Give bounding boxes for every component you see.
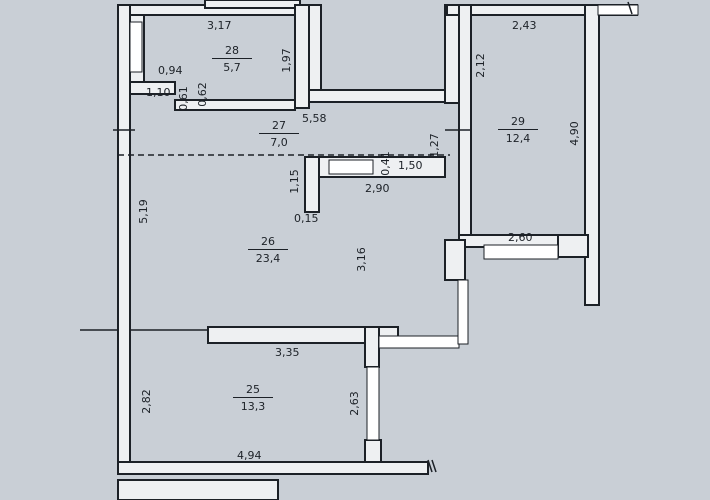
windows <box>129 4 639 441</box>
dim-5-19: 5,19 <box>136 199 150 224</box>
dim-1-27: 1,27 <box>427 133 441 158</box>
wall-niche-bottom <box>308 89 460 103</box>
dim-0-41: 0,41 <box>378 151 392 176</box>
dim-2-43: 2,43 <box>512 19 537 32</box>
wall-bottom-lower <box>117 479 279 500</box>
break-2 <box>431 459 437 473</box>
room-area-26: 23,4 <box>248 249 288 264</box>
partition-wall <box>304 156 446 178</box>
wall-25-top <box>207 326 399 344</box>
wall-left <box>117 4 131 466</box>
window-26-right <box>378 335 460 349</box>
wall-29-left <box>458 4 472 246</box>
dim-2-82: 2,82 <box>139 389 153 414</box>
dim-5-58: 5,58 <box>302 112 327 125</box>
dim-1-50: 1,50 <box>398 159 423 172</box>
wall-column <box>444 239 466 281</box>
dim-2-63: 2,63 <box>347 391 361 416</box>
dim-2-90: 2,90 <box>365 182 390 195</box>
window-26-side <box>457 279 469 345</box>
wall-bottom <box>117 461 429 475</box>
cabinet-28 <box>129 21 143 73</box>
appliance-box <box>328 159 374 175</box>
room-area-29: 12,4 <box>498 129 538 144</box>
dim-0-61: 0,61 <box>176 86 190 111</box>
room-number-28: 28 <box>225 44 239 57</box>
wall-25-right-top <box>364 326 380 368</box>
dim-0-94: 0,94 <box>158 64 183 77</box>
dim-3-17: 3,17 <box>207 19 232 32</box>
dim-1-10: 1,10 <box>146 86 171 99</box>
window-25 <box>366 366 380 441</box>
dim-3-16: 3,16 <box>354 247 368 272</box>
walls <box>117 0 638 500</box>
dim-2-60: 2,60 <box>508 231 533 244</box>
room-number-26: 26 <box>261 235 275 248</box>
wall-niche-left <box>308 4 322 98</box>
dashed-lines <box>80 1 633 473</box>
dim-1-97: 1,97 <box>279 48 293 73</box>
room-area-27: 7,0 <box>259 133 299 148</box>
dim-0-15: 0,15 <box>294 212 319 225</box>
dim-3-35: 3,35 <box>275 346 300 359</box>
room-number-27: 27 <box>272 119 286 132</box>
wall-right-outer <box>584 4 600 306</box>
window-29 <box>483 244 559 260</box>
dim-1-15: 1,15 <box>287 169 301 194</box>
wall-29-corner <box>557 234 589 258</box>
dim-4-90: 4,90 <box>567 121 581 146</box>
wall-niche-right <box>444 4 460 104</box>
room-area-28: 5,7 <box>212 58 252 73</box>
dim-0-62: 0,62 <box>195 82 209 107</box>
partition-stub <box>304 156 320 213</box>
wall-28-right <box>294 4 310 109</box>
wall-28-bottom-left <box>129 81 176 95</box>
room-number-29: 29 <box>511 115 525 128</box>
room-number-25: 25 <box>246 383 260 396</box>
dim-4-94: 4,94 <box>237 449 262 462</box>
wall-top-stub <box>204 0 301 9</box>
break-1 <box>427 459 433 473</box>
room-area-25: 13,3 <box>233 397 273 412</box>
break-3 <box>627 1 633 15</box>
wall-28-bottom <box>174 99 296 111</box>
dim-2-12: 2,12 <box>473 53 487 78</box>
window-top-right <box>597 4 639 16</box>
